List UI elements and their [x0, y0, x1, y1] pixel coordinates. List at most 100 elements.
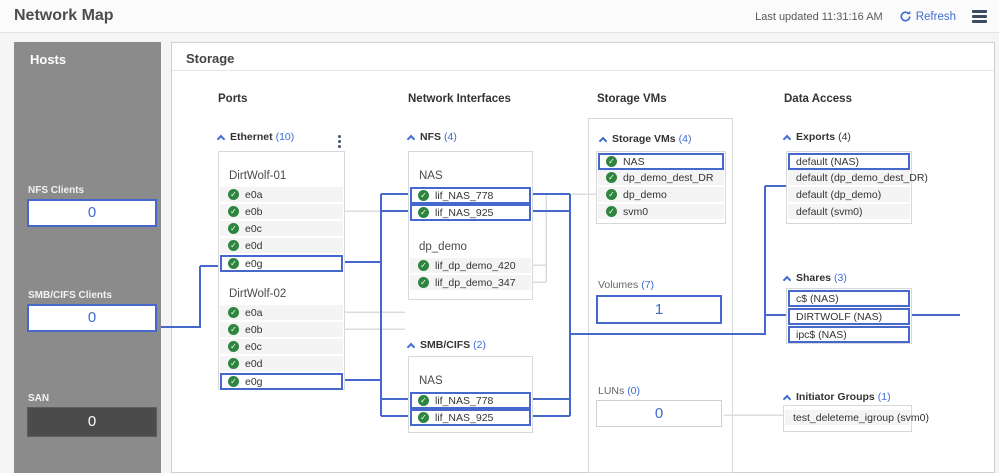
smb-cifs-section-count: (2): [473, 339, 487, 351]
port-row[interactable]: ✓e0d: [220, 356, 343, 371]
port-label: e0a: [245, 188, 263, 201]
storage-vm-row-selected[interactable]: ✓ NAS: [598, 153, 724, 170]
storage-vm-row[interactable]: ✓ dp_demo: [598, 187, 724, 202]
storage-vm-label: NAS: [623, 155, 645, 168]
lif-label: lif_NAS_778: [435, 189, 494, 202]
lif-row-selected[interactable]: ✓ lif_NAS_925: [410, 204, 531, 221]
refresh-label: Refresh: [915, 10, 956, 23]
export-row-selected[interactable]: default (NAS): [788, 153, 910, 170]
storage-vm-label: svm0: [623, 205, 649, 218]
volumes-value-box[interactable]: 1: [596, 295, 722, 324]
export-label: default (dp_demo): [796, 188, 882, 201]
refresh-button[interactable]: Refresh: [899, 10, 956, 23]
share-label: DIRTWOLF (NAS): [796, 310, 883, 323]
column-header-data-access: Data Access: [784, 93, 852, 105]
shares-section-header[interactable]: Shares (3): [782, 272, 847, 285]
share-row-selected[interactable]: ipc$ (NAS): [788, 326, 910, 343]
svm-group-label: dp_demo: [419, 241, 467, 253]
column-header-network-interfaces: Network Interfaces: [408, 93, 511, 105]
chevron-up-icon: [216, 134, 226, 144]
shares-section-count: (3): [834, 272, 847, 284]
initiator-groups-section-count: (1): [877, 391, 891, 403]
port-row-selected[interactable]: ✓e0g: [220, 255, 343, 272]
status-ok-icon: ✓: [606, 206, 617, 217]
initiator-groups-list-card: test_deleteme_igroup (svm0): [783, 405, 929, 432]
initiator-group-row[interactable]: test_deleteme_igroup (svm0): [785, 410, 929, 425]
share-label: ipc$ (NAS): [796, 328, 847, 341]
port-row[interactable]: ✓ e0c: [220, 339, 343, 354]
nfs-section-header[interactable]: NFS (4): [406, 131, 457, 144]
svm-group-label: NAS: [419, 375, 443, 387]
status-ok-icon: ✓: [228, 206, 239, 217]
kebab-menu-icon[interactable]: [338, 133, 341, 150]
lif-row[interactable]: ✓lif_dp_demo_347: [410, 275, 531, 290]
storage-vm-label: dp_demo: [623, 188, 667, 201]
ethernet-ports-card: DirtWolf-01 ✓e0a ✓e0b ✓e0c ✓e0d ✓e0g Dir…: [218, 151, 345, 390]
svm-group-label: NAS: [419, 170, 443, 182]
export-row[interactable]: default (svm0): [788, 204, 910, 219]
port-row[interactable]: ✓ e0b: [220, 204, 343, 219]
share-row-selected[interactable]: DIRTWOLF (NAS): [788, 308, 910, 325]
lif-label: lif_NAS_778: [435, 394, 494, 407]
hosts-panel: Hosts NFS Clients 0 SMB/CIFS Clients 0 S…: [14, 42, 161, 473]
lif-row-selected[interactable]: ✓lif_NAS_925: [410, 409, 531, 426]
port-row[interactable]: ✓e0a: [220, 305, 343, 320]
export-label: default (svm0): [796, 205, 863, 218]
luns-label: LUNs (0): [598, 385, 641, 397]
port-label: e0g: [245, 257, 263, 270]
nfs-clients-count-box[interactable]: 0: [27, 199, 157, 227]
share-label: c$ (NAS): [796, 292, 839, 305]
luns-value-box[interactable]: 0: [596, 400, 722, 427]
san-count-box[interactable]: 0: [27, 407, 157, 437]
smb-cifs-clients-count-box[interactable]: 0: [27, 304, 157, 332]
status-ok-icon: ✓: [228, 307, 239, 318]
exports-section-header[interactable]: Exports (4): [782, 131, 851, 144]
smb-cifs-interfaces-card: NAS ✓lif_NAS_778 ✓lif_NAS_925: [408, 356, 533, 433]
port-label: e0d: [245, 239, 263, 252]
ethernet-section-header[interactable]: Ethernet (10): [216, 131, 294, 144]
port-row-selected[interactable]: ✓e0g: [220, 373, 343, 390]
port-row[interactable]: ✓e0b: [220, 322, 343, 337]
status-ok-icon: ✓: [606, 189, 617, 200]
page-title: Network Map: [14, 7, 114, 24]
status-ok-icon: ✓: [606, 156, 617, 167]
status-ok-icon: ✓: [228, 240, 239, 251]
smb-cifs-section-header[interactable]: SMB/CIFS (2): [406, 339, 487, 352]
status-ok-icon: ✓: [228, 376, 239, 387]
lif-row-selected[interactable]: ✓lif_NAS_778: [410, 392, 531, 409]
nfs-interfaces-card: NAS ✓ lif_NAS_778 ✓ lif_NAS_925 dp_demo ✓l…: [408, 151, 533, 300]
storage-vm-row[interactable]: ✓dp_demo_dest_DR: [598, 170, 724, 185]
lif-row-selected[interactable]: ✓ lif_NAS_778: [410, 187, 531, 204]
status-ok-icon: ✓: [228, 341, 239, 352]
node-group-label: DirtWolf-02: [229, 288, 287, 300]
share-row-selected[interactable]: c$ (NAS): [788, 290, 910, 307]
exports-section-label: Exports: [796, 131, 836, 143]
lif-row[interactable]: ✓lif_dp_demo_420: [410, 258, 531, 273]
storage-divider: [172, 70, 994, 71]
menu-icon[interactable]: [972, 8, 987, 26]
volumes-label: Volumes (7): [598, 279, 655, 291]
port-row[interactable]: ✓ e0d: [220, 238, 343, 253]
export-row[interactable]: default (dp_demo): [788, 187, 910, 202]
port-label: e0c: [245, 340, 262, 353]
refresh-icon: [900, 10, 911, 22]
storage-vms-section-header[interactable]: Storage VMs (4): [598, 133, 691, 146]
initiator-groups-section-header[interactable]: Initiator Groups (1): [782, 391, 891, 404]
status-ok-icon: ✓: [606, 172, 617, 183]
initiator-groups-section-label: Initiator Groups: [796, 391, 875, 403]
storage-vm-row[interactable]: ✓ svm0: [598, 204, 724, 219]
top-bar-actions: Last updated 11:31:16 AM Refresh: [755, 0, 987, 33]
lif-label: lif_NAS_925: [435, 206, 494, 219]
status-ok-icon: ✓: [228, 324, 239, 335]
export-row[interactable]: default (dp_demo_dest_DR): [788, 170, 928, 185]
smb-cifs-clients-label: SMB/CIFS Clients: [28, 290, 112, 301]
port-row[interactable]: ✓e0c: [220, 221, 343, 236]
status-ok-icon: ✓: [228, 358, 239, 369]
smb-cifs-section-label: SMB/CIFS: [420, 339, 471, 351]
status-ok-icon: ✓: [418, 207, 429, 218]
port-row[interactable]: ✓e0a: [220, 187, 343, 202]
status-ok-icon: ✓: [418, 190, 429, 201]
export-label: default (dp_demo_dest_DR): [796, 171, 928, 184]
port-label: e0b: [245, 205, 263, 218]
storage-vms-section-label: Storage VMs: [612, 133, 676, 145]
